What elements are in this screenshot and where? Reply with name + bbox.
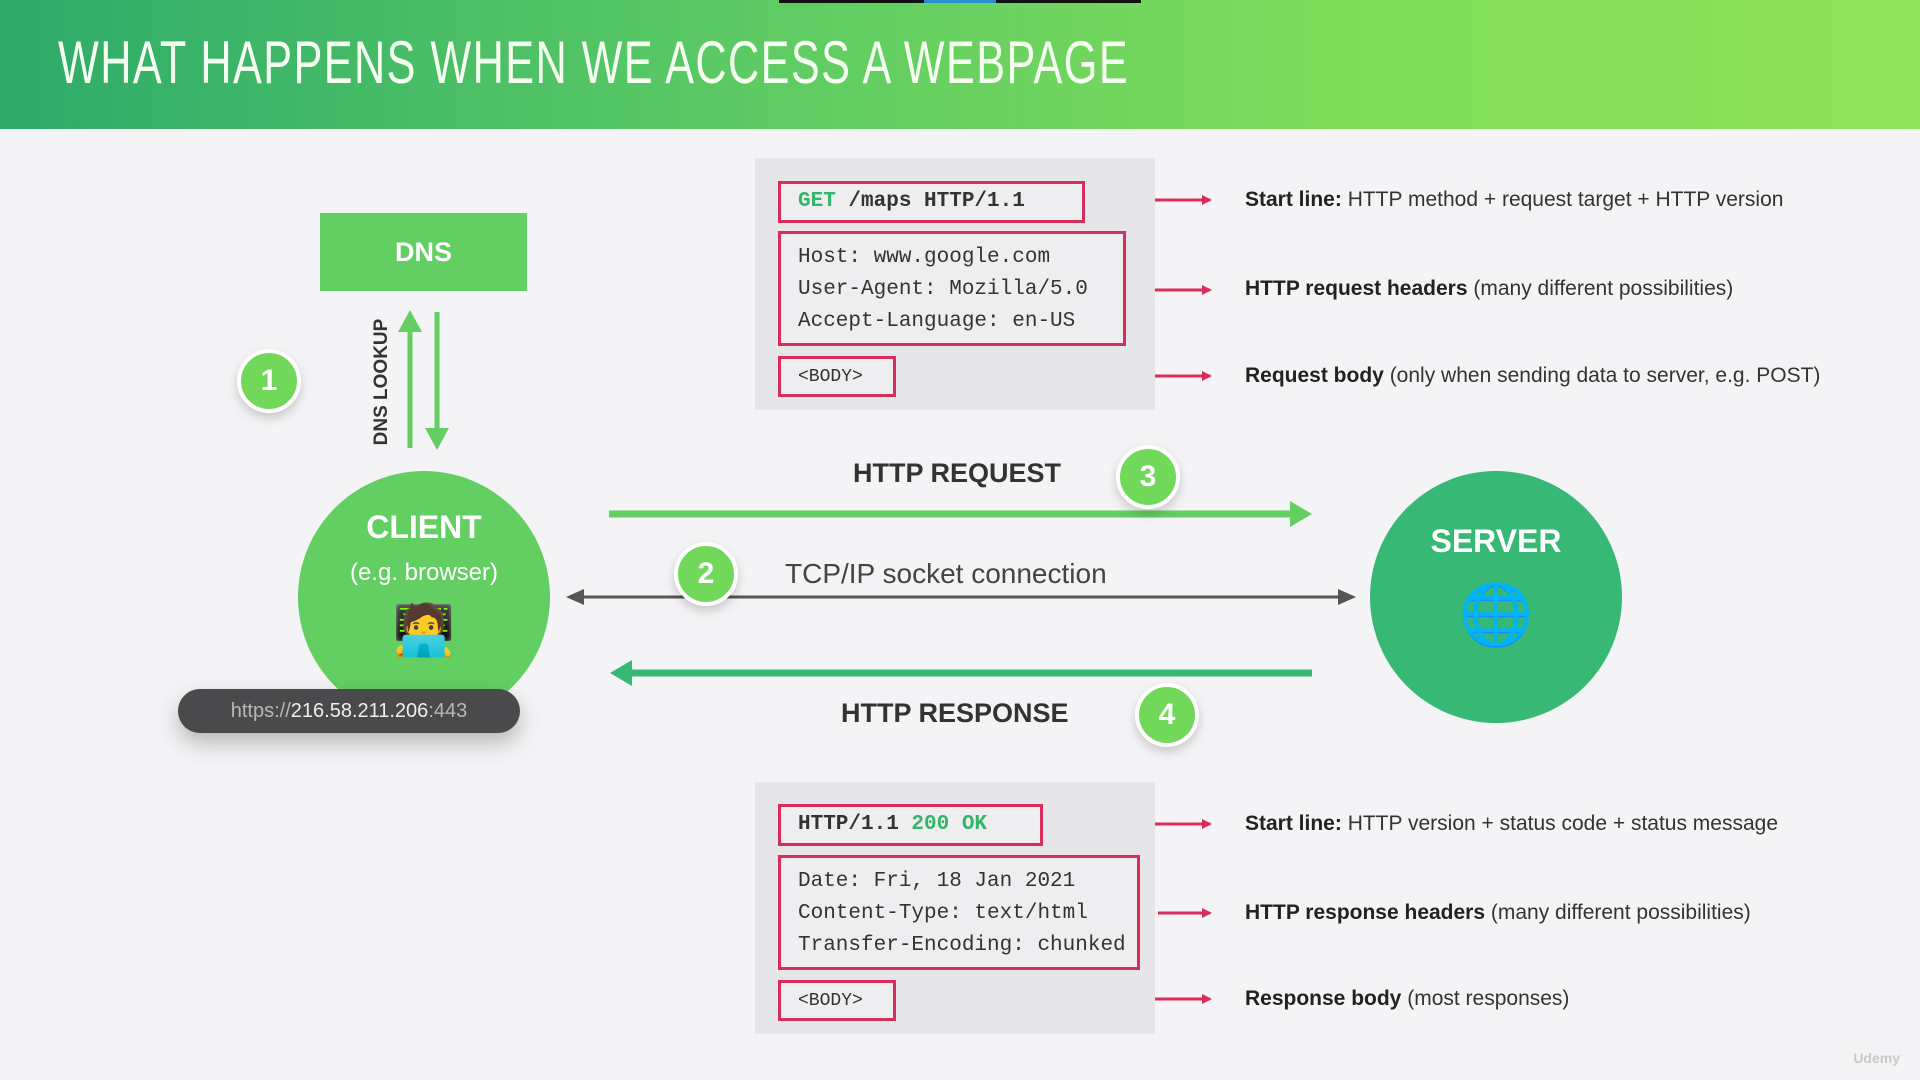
annotation-text: HTTP version + status code + status mess…	[1341, 812, 1779, 835]
response-headers-annotation: HTTP response headers (many different po…	[1245, 901, 1751, 925]
url-port: :443	[428, 699, 468, 722]
response-headers-box: Date: Fri, 18 Jan 2021 Content-Type: tex…	[778, 855, 1140, 970]
request-target: /maps HTTP/1.1	[835, 190, 1025, 213]
annotation-bold: Start line:	[1245, 812, 1342, 835]
step-2-badge: 2	[674, 542, 738, 606]
response-header-line: Date: Fri, 18 Jan 2021	[798, 870, 1076, 893]
annotation-bold: Response body	[1245, 987, 1402, 1010]
annotation-bold: Request body	[1245, 364, 1384, 387]
globe-icon: 🌐	[1458, 581, 1534, 648]
request-headers-box: Host: www.google.com User-Agent: Mozilla…	[778, 231, 1126, 346]
user-laptop-icon: 🧑‍💻	[392, 602, 456, 658]
tcp-connection-label: TCP/IP socket connection	[785, 558, 1107, 589]
annotation-text: (most responses)	[1401, 987, 1570, 1010]
client-title: CLIENT	[366, 509, 482, 545]
url-host: 216.58.211.206	[290, 699, 429, 722]
response-header-line: Transfer-Encoding: chunked	[798, 934, 1126, 957]
step-4-badge: 4	[1135, 683, 1199, 747]
annotation-text: (many different possibilities)	[1485, 901, 1751, 924]
response-start-annotation: Start line: HTTP version + status code +…	[1245, 812, 1778, 836]
video-progress-indicator	[924, 0, 996, 3]
client-node: CLIENT (e.g. browser) 🧑‍💻	[298, 471, 550, 723]
server-title: SERVER	[1430, 523, 1562, 559]
url-scheme: https://	[230, 699, 291, 722]
response-status: 200 OK	[911, 813, 988, 836]
response-version: HTTP/1.1	[798, 813, 912, 836]
http-request-arrow	[609, 501, 1312, 527]
request-headers-annotation: HTTP request headers (many different pos…	[1245, 277, 1733, 301]
annotation-bold: HTTP request headers	[1245, 277, 1468, 300]
request-header-line: Host: www.google.com	[798, 246, 1051, 269]
http-request-label: HTTP REQUEST	[853, 458, 1062, 488]
http-response-arrow	[610, 660, 1312, 686]
request-body-annotation: Request body (only when sending data to …	[1245, 364, 1820, 388]
server-node: SERVER 🌐	[1370, 471, 1622, 723]
udemy-watermark: Udemy	[1853, 1050, 1900, 1066]
dns-lookup-arrows	[398, 310, 449, 450]
response-body-annotation: Response body (most responses)	[1245, 987, 1569, 1011]
title-banner	[0, 0, 1920, 129]
response-header-line: Content-Type: text/html	[798, 902, 1088, 925]
request-method: GET	[798, 190, 836, 213]
dns-lookup-text: DNS LOOKUP	[371, 318, 392, 446]
annotation-text: HTTP method + request target + HTTP vers…	[1341, 188, 1784, 211]
annotation-text: (many different possibilities)	[1467, 277, 1734, 300]
client-url: https://216.58.211.206:443	[178, 689, 520, 733]
client-subtitle: (e.g. browser)	[349, 559, 499, 586]
page-title: WHAT HAPPENS WHEN WE ACCESS A WEBPAGE	[58, 29, 1130, 96]
dns-box: DNS	[320, 213, 527, 291]
step-1-badge: 1	[237, 349, 301, 413]
request-header-line: User-Agent: Mozilla/5.0	[798, 278, 1088, 301]
request-start-line: GET /maps HTTP/1.1	[778, 181, 1085, 223]
annotation-bold: Start line:	[1245, 188, 1342, 211]
annotation-text: (only when sending data to server, e.g. …	[1383, 364, 1821, 387]
request-start-annotation: Start line: HTTP method + request target…	[1245, 188, 1783, 212]
response-body-box: <BODY>	[778, 980, 896, 1021]
request-header-line: Accept-Language: en-US	[798, 310, 1076, 333]
http-response-label: HTTP RESPONSE	[841, 698, 1069, 728]
request-body-text: <BODY>	[798, 367, 863, 387]
step-3-badge: 3	[1116, 445, 1180, 509]
request-body-box: <BODY>	[778, 356, 896, 397]
response-body-text: <BODY>	[798, 991, 863, 1011]
annotation-bold: HTTP response headers	[1245, 901, 1486, 924]
response-start-line: HTTP/1.1 200 OK	[778, 804, 1043, 846]
